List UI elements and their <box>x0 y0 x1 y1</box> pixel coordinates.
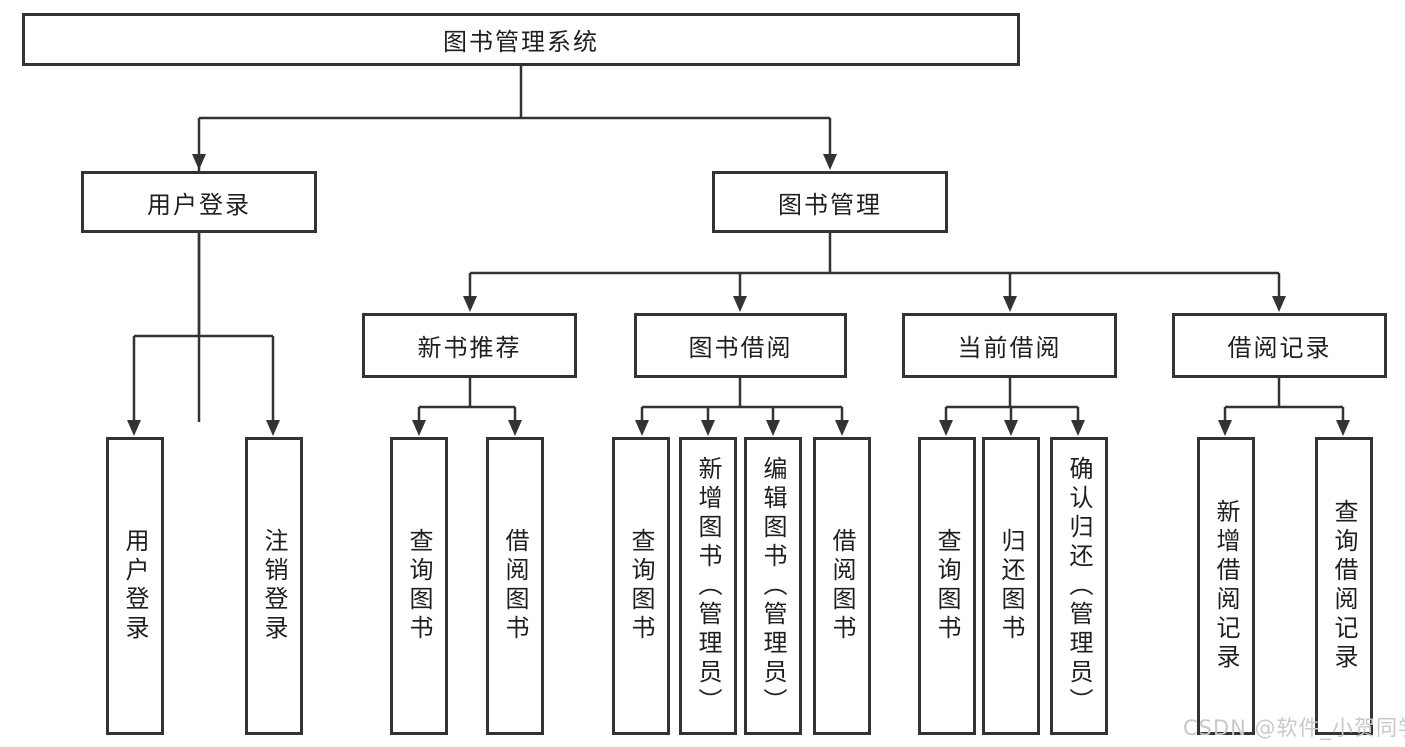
node-leaf-label: 注销登录 <box>260 528 288 644</box>
node-leaf-query-books-3: 查询图书 <box>918 437 976 735</box>
node-leaf-query-books-2: 查询图书 <box>612 437 670 735</box>
node-leaf-return-books: 归还图书 <box>982 437 1040 735</box>
node-leaf-user-login: 用户登录 <box>106 437 164 735</box>
node-borrow-records-label: 借阅记录 <box>1227 334 1332 362</box>
node-current-borrow: 当前借阅 <box>902 313 1117 378</box>
node-leaf-logout: 注销登录 <box>245 437 303 735</box>
node-user-login: 用户登录 <box>81 171 317 233</box>
node-leaf-label: 查询借阅记录 <box>1330 499 1358 673</box>
node-leaf-query-books-1: 查询图书 <box>390 437 448 735</box>
node-user-login-label: 用户登录 <box>147 190 251 219</box>
node-leaf-label: 归还图书 <box>997 528 1025 644</box>
node-leaf-borrow-books-2: 借阅图书 <box>813 437 871 735</box>
node-leaf-label: 借阅图书 <box>501 528 529 644</box>
node-book-management-label: 图书管理 <box>778 190 882 219</box>
node-leaf-label: 查询图书 <box>405 528 433 644</box>
csdn-watermark: CSDN @软件_小贺同学 <box>1183 716 1405 740</box>
node-leaf-label: 新增图书（管理员） <box>694 455 722 717</box>
node-leaf-label: 查询图书 <box>933 528 961 644</box>
node-borrow-records: 借阅记录 <box>1172 313 1387 378</box>
node-leaf-label: 借阅图书 <box>828 528 856 644</box>
arrowheads <box>127 154 1350 436</box>
node-book-management: 图书管理 <box>712 171 948 233</box>
node-leaf-label: 确认归还（管理员） <box>1065 455 1093 717</box>
node-leaf-label: 新增借阅记录 <box>1212 499 1240 673</box>
node-leaf-label: 查询图书 <box>627 528 655 644</box>
node-root: 图书管理系统 <box>22 13 1020 66</box>
node-current-borrow-label: 当前借阅 <box>957 334 1062 362</box>
node-leaf-add-books-admin: 新增图书（管理员） <box>679 437 737 735</box>
node-root-label: 图书管理系统 <box>443 28 599 56</box>
node-book-borrow: 图书借阅 <box>634 313 847 378</box>
node-leaf-confirm-return-admin: 确认归还（管理员） <box>1050 437 1108 735</box>
node-new-book-recommend: 新书推荐 <box>362 313 577 378</box>
node-leaf-borrow-books-1: 借阅图书 <box>486 437 544 735</box>
node-leaf-label: 编辑图书（管理员） <box>759 455 787 717</box>
node-book-borrow-label: 图书借阅 <box>688 334 793 362</box>
node-leaf-add-borrow-record: 新增借阅记录 <box>1197 437 1255 735</box>
node-leaf-edit-books-admin: 编辑图书（管理员） <box>744 437 802 735</box>
node-leaf-label: 用户登录 <box>121 528 149 644</box>
node-leaf-query-borrow-record: 查询借阅记录 <box>1315 437 1373 735</box>
node-new-book-recommend-label: 新书推荐 <box>417 334 522 362</box>
